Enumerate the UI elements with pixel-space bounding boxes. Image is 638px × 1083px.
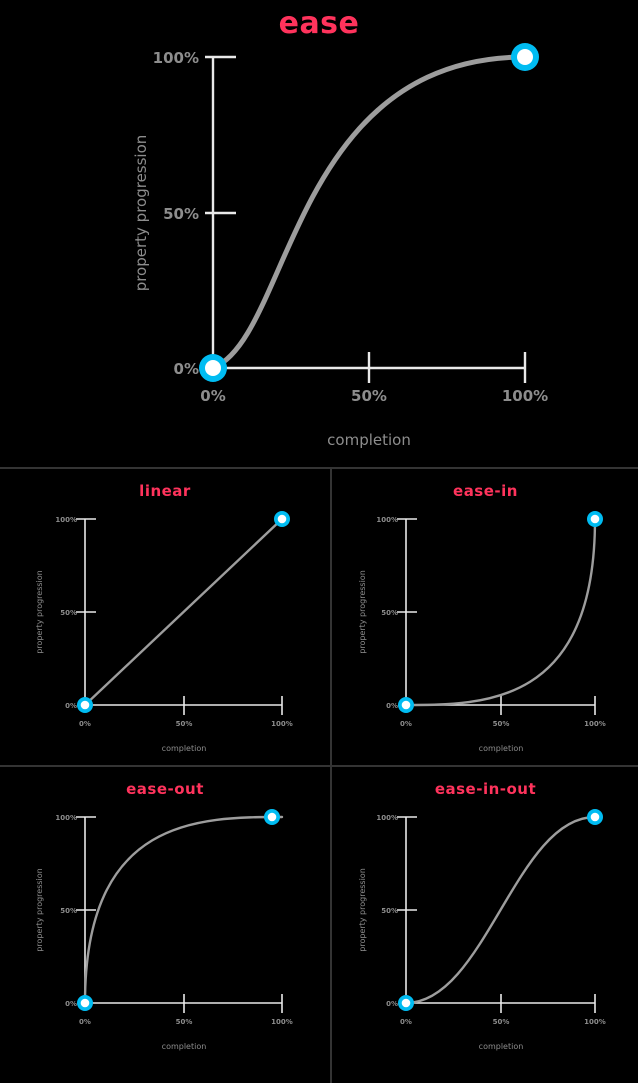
y-ticklabel-0: 0%	[174, 360, 199, 378]
divider-vertical	[330, 467, 332, 1083]
easing-curve-ease-out	[83, 815, 284, 1005]
x-ticklabel-100: 100%	[584, 720, 606, 728]
x-ticklabel-0: 0%	[400, 1018, 412, 1026]
chart-plot-ease-in: 100% 50% 0% 0% 50% 100% completion prope…	[358, 511, 606, 753]
y-ticklabel-0: 0%	[386, 702, 398, 710]
y-axis-title: property progression	[35, 868, 44, 952]
chart-title-ease-in-out: ease-in-out	[434, 780, 537, 798]
y-ticklabel-100: 100%	[376, 814, 398, 822]
x-ticklabel-0: 0%	[400, 720, 412, 728]
x-ticklabel-100: 100%	[271, 1018, 293, 1026]
marker-end	[264, 809, 280, 825]
chart-title-ease: ease	[278, 6, 360, 41]
chart-plot-linear: 100% 50% 0% 0% 50% 100% completion prope…	[35, 511, 293, 753]
y-ticklabel-0: 0%	[65, 702, 77, 710]
y-ticklabel-100: 100%	[376, 516, 398, 524]
x-axis-title: completion	[162, 1042, 207, 1051]
chart-panel-ease: ease 100% 50%	[0, 0, 638, 468]
y-ticklabel-0: 0%	[386, 1000, 398, 1008]
y-ticklabel-0: 0%	[65, 1000, 77, 1008]
easing-curve-ease-in-out	[404, 815, 597, 1005]
easing-curve-ease-in	[404, 517, 597, 707]
x-ticklabel-50: 50%	[176, 1018, 193, 1026]
x-axis-title: completion	[479, 744, 524, 753]
y-ticklabel-100: 100%	[55, 516, 77, 524]
y-ticklabel-50: 50%	[163, 205, 199, 223]
x-ticklabel-100: 100%	[584, 1018, 606, 1026]
y-axis-title: property progression	[132, 135, 150, 292]
x-ticklabel-0: 0%	[79, 1018, 91, 1026]
chart-panel-linear: linear 100% 50% 0% 0% 50% 100% comp	[0, 470, 330, 765]
y-axis-title: property progression	[358, 570, 367, 654]
chart-title-ease-in: ease-in	[453, 482, 518, 500]
x-ticklabel-50: 50%	[351, 387, 387, 405]
x-ticklabel-0: 0%	[79, 720, 91, 728]
chart-plot-ease-in-out: 100% 50% 0% 0% 50% 100% completion prope…	[358, 809, 606, 1051]
y-ticklabel-100: 100%	[153, 49, 199, 67]
chart-plot-ease-out: 100% 50% 0% 0% 50% 100% completion prope…	[35, 809, 293, 1051]
y-ticklabel-50: 50%	[381, 609, 398, 617]
marker-end	[587, 809, 603, 825]
easing-curve-ease	[210, 54, 528, 371]
y-ticklabel-50: 50%	[381, 907, 398, 915]
marker-end	[587, 511, 603, 527]
y-ticklabel-50: 50%	[60, 609, 77, 617]
x-axis-title: completion	[162, 744, 207, 753]
y-ticklabel-50: 50%	[60, 907, 77, 915]
x-ticklabel-50: 50%	[493, 720, 510, 728]
marker-start	[77, 697, 93, 713]
divider-horizontal-top	[0, 467, 638, 469]
marker-start	[398, 697, 414, 713]
chart-title-ease-out: ease-out	[126, 780, 204, 798]
marker-end	[511, 43, 539, 71]
x-axis-title: completion	[479, 1042, 524, 1051]
x-ticklabel-0: 0%	[200, 387, 225, 405]
marker-end	[274, 511, 290, 527]
marker-start	[77, 995, 93, 1011]
chart-panel-ease-in: ease-in 100% 50% 0% 0% 50% 100% com	[333, 470, 638, 765]
y-ticklabel-100: 100%	[55, 814, 77, 822]
marker-start	[199, 354, 227, 382]
x-ticklabel-100: 100%	[271, 720, 293, 728]
chart-panel-ease-in-out: ease-in-out 100% 50% 0% 0% 50% 100%	[333, 768, 638, 1083]
chart-title-linear: linear	[139, 482, 191, 500]
y-axis-title: property progression	[35, 570, 44, 654]
x-ticklabel-100: 100%	[502, 387, 548, 405]
x-ticklabel-50: 50%	[493, 1018, 510, 1026]
divider-horizontal-bottom	[0, 765, 638, 767]
x-ticklabel-50: 50%	[176, 720, 193, 728]
easing-curve-linear	[83, 517, 284, 707]
chart-plot-ease: 100% 50% 0% 0% 50% 100% completion prope…	[132, 43, 548, 449]
chart-panel-ease-out: ease-out 100% 50% 0% 0% 50% 100% co	[0, 768, 330, 1083]
marker-start	[398, 995, 414, 1011]
y-axis-title: property progression	[358, 868, 367, 952]
x-axis-title: completion	[327, 431, 411, 449]
